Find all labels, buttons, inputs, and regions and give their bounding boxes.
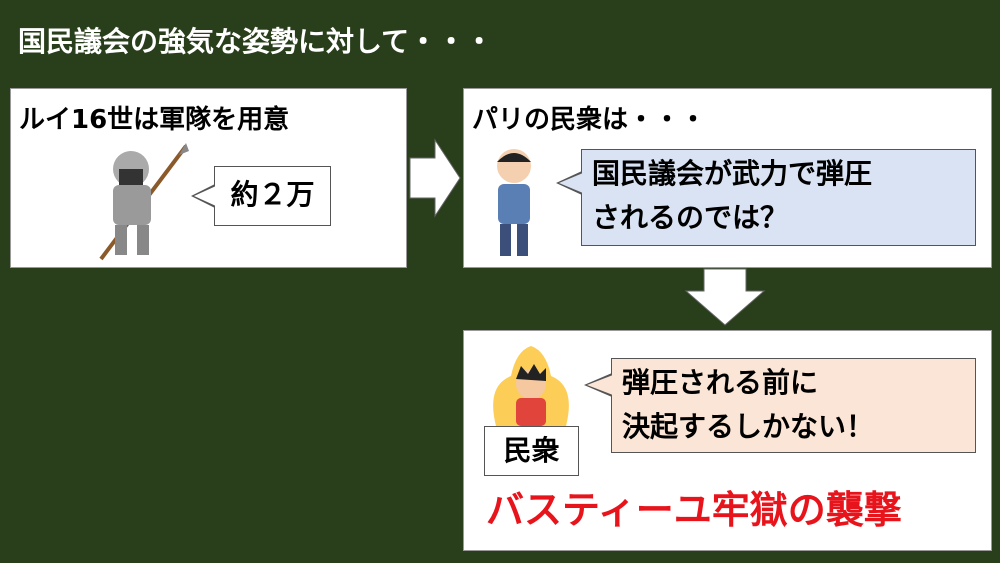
bubble-tail-fill	[587, 375, 613, 395]
bubble-line-2: 決起するしかない！	[622, 410, 875, 443]
box-parisians: パリの民衆は・・・ 国民議会が武力で弾圧 されるのでは？	[463, 88, 992, 268]
speech-bubble-parisians: 国民議会が武力で弾圧 されるのでは？	[581, 149, 976, 246]
speech-bubble-army: 約２万	[214, 166, 331, 226]
soldier-illustration-icon	[99, 143, 189, 261]
arrow-right-icon	[409, 138, 461, 218]
worried-man-illustration-icon	[497, 149, 531, 256]
people-label: 民衆	[484, 426, 579, 476]
arrow-down-icon	[684, 268, 766, 326]
speech-bubble-uprising: 弾圧される前に 決起するしかない！	[611, 358, 976, 453]
box-uprising: 民衆 弾圧される前に 決起するしかない！ バスティーユ牢獄の襲撃	[463, 330, 992, 551]
bubble-tail-fill	[559, 173, 583, 193]
angry-man-illustration-icon	[493, 346, 569, 426]
slide-title: 国民議会の強気な姿勢に対して・・・	[18, 25, 494, 58]
conclusion-text: バスティーユ牢獄の襲撃	[486, 488, 902, 532]
box-parisians-heading: パリの民衆は・・・	[472, 105, 707, 135]
bubble-line-1: 弾圧される前に	[622, 366, 819, 399]
army-size-text: 約２万	[230, 178, 315, 211]
box-army: ルイ16世は軍隊を用意 約２万	[10, 88, 407, 268]
bubble-line-1: 国民議会が武力で弾圧	[592, 157, 873, 190]
bubble-tail-fill	[194, 186, 216, 206]
box-army-heading: ルイ16世は軍隊を用意	[19, 105, 290, 135]
bubble-line-2: されるのでは？	[592, 201, 789, 234]
